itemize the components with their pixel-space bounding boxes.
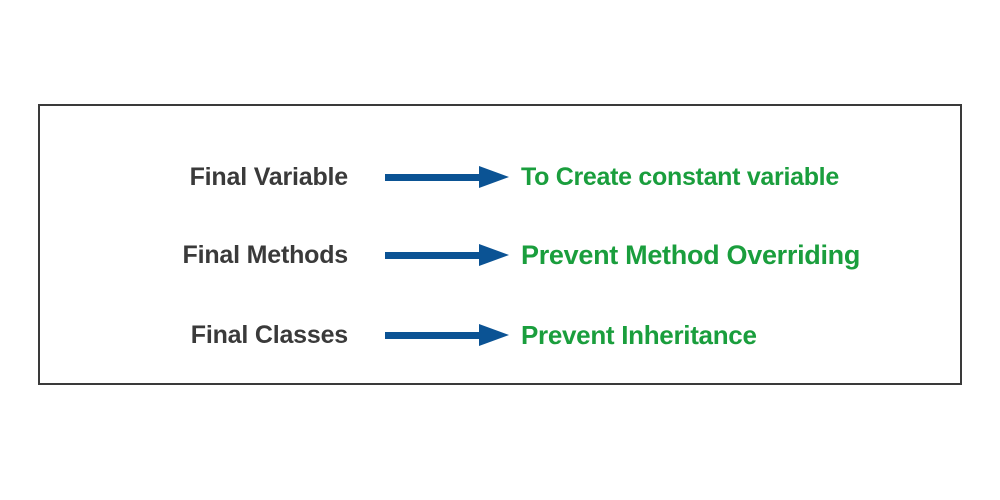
row-result-final-variable: To Create constant variable	[521, 162, 839, 191]
row-result-final-methods: Prevent Method Overriding	[521, 239, 861, 270]
diagram-row-final-classes: Final Classes Prevent Inheritance	[40, 307, 960, 363]
row-result-final-classes: Prevent Inheritance	[521, 319, 757, 350]
right-arrow-icon	[385, 324, 509, 346]
diagram-row-final-variable: Final Variable To Create constant variab…	[40, 149, 960, 205]
right-arrow-icon	[385, 244, 509, 266]
final-keyword-panel: Final Variable To Create constant variab…	[38, 104, 962, 385]
row-label-final-variable: Final Variable	[189, 162, 349, 191]
diagram-row-final-methods: Final Methods Prevent Method Overriding	[40, 227, 960, 283]
row-label-final-methods: Final Methods	[182, 240, 349, 269]
row-label-final-classes: Final Classes	[190, 320, 348, 349]
right-arrow-icon	[385, 166, 509, 188]
